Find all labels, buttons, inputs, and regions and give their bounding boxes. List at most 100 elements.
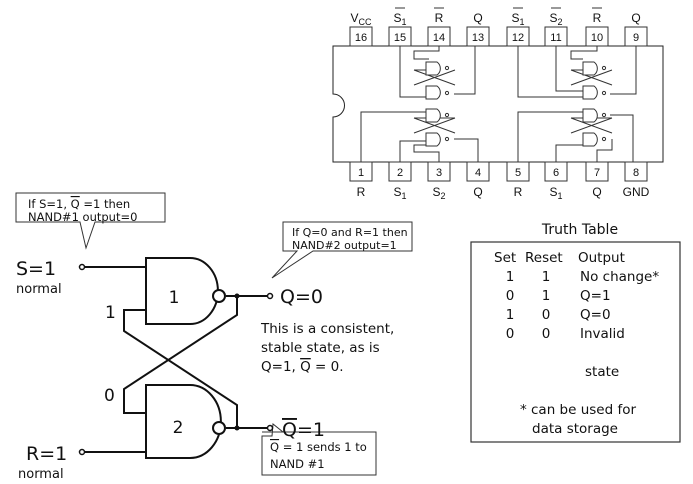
feedback-value-2: 0 [104, 386, 115, 406]
reset-value: 0 [542, 307, 551, 323]
truth-table-row: 1 1 No change* [506, 269, 660, 285]
callout-q-line2: NAND#2 output=1 [292, 239, 397, 252]
pin-number: 6 [553, 167, 559, 179]
pin-number: 12 [512, 32, 524, 44]
chip-pin-4: 4Q [466, 161, 490, 199]
pin-label: VCC [350, 11, 372, 27]
pin-number: 15 [394, 32, 406, 44]
pin-number: 13 [472, 32, 484, 44]
s-normal-label: normal [16, 282, 62, 297]
pin-label: S1 [393, 185, 406, 201]
stable-line-1: This is a consistent, [260, 321, 394, 337]
junction-dot-q [234, 293, 240, 299]
truth-table-row: 1 0 Q=0 [506, 307, 611, 323]
reset-value: 1 [542, 288, 551, 304]
pin-label: S2 [549, 11, 562, 27]
chip-pin-14: 14 R [427, 7, 451, 47]
inversion-bubble-2 [212, 421, 226, 435]
chip-pin-7: 7Q [585, 161, 609, 199]
q-output-label: Q=0 [280, 286, 323, 308]
callout-qbar-line2: NAND #1 [270, 457, 325, 471]
pin-label: R [435, 11, 444, 25]
chip-pin-2: 2S1 [388, 161, 412, 201]
pin-number: 9 [633, 32, 639, 44]
r-terminal [78, 448, 86, 456]
pin-box [466, 26, 490, 47]
pin-label: S1 [393, 11, 406, 27]
pin-number: 11 [550, 32, 561, 44]
pin-label: S2 [432, 185, 445, 201]
s-input-label: S=1 [16, 258, 56, 280]
pin-box [349, 26, 373, 47]
truth-table-box [470, 241, 681, 443]
nand-gate-2: 2 [145, 384, 226, 459]
set-value: 0 [506, 326, 515, 342]
pin-label: S1 [511, 11, 524, 27]
pin-label: Q [592, 185, 601, 199]
pin-number: 2 [397, 167, 403, 179]
output-value: No change* [580, 269, 659, 285]
pin-label: R [593, 11, 602, 25]
r-input-label: R=1 [26, 443, 67, 465]
pin-label: R [514, 185, 523, 199]
set-value: 1 [506, 307, 515, 323]
header-output: Output [578, 250, 625, 266]
callout-q: If Q=0 and R=1 then NAND#2 output=1 [271, 221, 413, 279]
feedback-value-1: 1 [105, 303, 116, 323]
pin-number: 3 [436, 167, 442, 179]
q-terminal [266, 292, 274, 300]
chip-internal-wiring [360, 46, 637, 162]
footnote-line-1: * can be used for [520, 402, 637, 418]
chip-body [332, 45, 664, 163]
header-set: Set [494, 250, 516, 266]
reset-value: 1 [542, 269, 551, 285]
chip-pin-6: 6S1 [544, 161, 568, 201]
output-value: Invalid [580, 326, 625, 342]
pin-box [624, 161, 648, 182]
callout-qbar-line1: Q = 1 sends 1 to [270, 440, 367, 454]
pin-number: 16 [355, 32, 367, 44]
s-terminal [78, 263, 86, 271]
pin-label: R [357, 185, 366, 199]
chip-pin-13: 13 Q [466, 11, 490, 47]
qbar-terminal [266, 424, 274, 432]
footnote-line-2: data storage [532, 421, 618, 437]
chip-pin-16: 16 VCC [349, 11, 373, 47]
pin-label: Q [473, 185, 482, 199]
pin-number: 8 [633, 167, 639, 179]
pin-number: 14 [433, 32, 445, 44]
latch-wiring [84, 266, 268, 453]
pin-label: S1 [549, 185, 562, 201]
pin-number: 10 [591, 32, 603, 44]
gate2-label: 2 [173, 418, 184, 438]
pin-label: Q [473, 11, 482, 25]
set-value: 1 [506, 269, 515, 285]
truth-table-title: Truth Table [541, 222, 618, 238]
output-value: Q=0 [580, 307, 611, 323]
row4-continuation: state [585, 364, 619, 380]
pin-label: GND [623, 185, 650, 199]
stable-state-note: This is a consistent, stable state, as i… [260, 321, 394, 375]
chip-pin-3: 3S2 [427, 161, 451, 201]
callout-qbar: Q = 1 sends 1 to NAND #1 [261, 423, 377, 476]
chip-pin-5: 5R [506, 161, 530, 199]
pin-number: 7 [594, 167, 600, 179]
r-normal-label: normal [18, 467, 64, 482]
callout-s: If S=1, Q =1 then NAND#1 output=0 [15, 192, 166, 250]
chip-pin-10: 10 R [585, 7, 609, 47]
callout-s-line1: If S=1, Q =1 then [28, 197, 130, 211]
chip-pin-1: 1R [349, 161, 373, 199]
callout-q-line1: If Q=0 and R=1 then [292, 226, 408, 239]
ic-chip [332, 45, 664, 163]
stable-line-3: Q=1, Q = 0. [261, 359, 344, 375]
pin-label: Q [631, 11, 640, 25]
callout-s-line2: NAND#1 output=0 [28, 210, 137, 224]
